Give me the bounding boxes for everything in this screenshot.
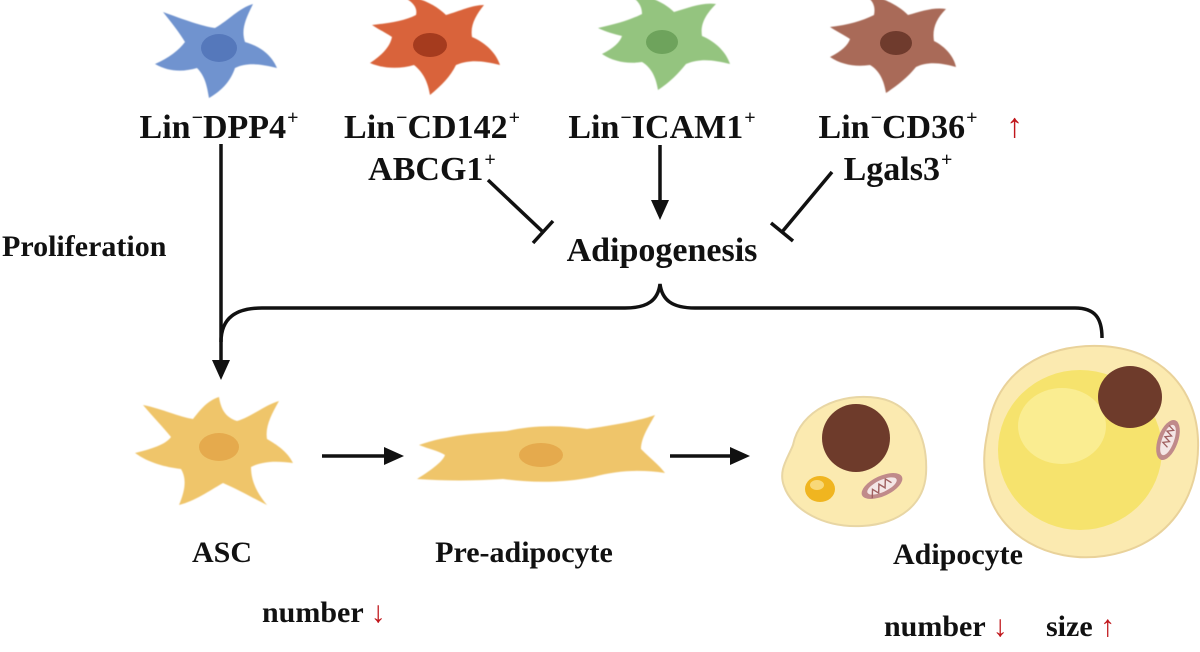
preadipocyte-to-adipocyte-arrow <box>670 447 750 465</box>
asc-number-change: number ↓ <box>262 598 386 628</box>
cell-cd36-icon <box>830 0 956 93</box>
cell-dpp4-icon <box>155 4 277 98</box>
adipocyte-number-down-arrow-icon: ↓ <box>992 610 1008 643</box>
abcg1-inhibition-arrow <box>486 178 555 245</box>
asc-number-text: number <box>262 596 364 629</box>
cd36-label: Lin−CD36+ <box>818 107 978 146</box>
asc-number-down-arrow-icon: ↓ <box>370 596 386 629</box>
preadipocyte-cell-icon <box>417 415 665 482</box>
cd36-inhibition-arrow <box>769 170 834 243</box>
large-adipocyte-icon <box>983 344 1200 559</box>
asc-label: ASC <box>191 536 253 569</box>
cell-cd142-icon <box>370 0 500 95</box>
adipocyte-number-text: number <box>884 610 986 643</box>
cd142-label: Lin−CD142+ <box>344 107 520 146</box>
abcg1-label: ABCG1+ <box>368 149 496 188</box>
adipocyte-size-up-arrow-icon: ↑ <box>1100 610 1116 643</box>
adipocyte-label: Adipocyte <box>893 538 1023 571</box>
cd36-up-arrow-icon: ↑ <box>1006 108 1023 145</box>
dpp4-label: Lin−DPP4+ <box>139 107 299 146</box>
adipocyte-number-change: number ↓ <box>884 612 1008 642</box>
proliferation-label: Proliferation <box>2 230 167 263</box>
adipogenesis-label: Adipogenesis <box>566 232 758 269</box>
adipogenesis-brace <box>219 283 1104 343</box>
adipocyte-size-text: size <box>1046 610 1093 643</box>
small-adipocyte-icon <box>781 395 928 528</box>
preadipocyte-label: Pre-adipocyte <box>435 536 613 569</box>
proliferation-arrow <box>212 144 230 380</box>
asc-to-preadipocyte-arrow <box>322 447 404 465</box>
cell-icam1-icon <box>598 0 730 90</box>
icam1-label: Lin−ICAM1+ <box>568 107 756 146</box>
asc-cell-icon <box>135 397 293 505</box>
lgals3-label: Lgals3+ <box>843 149 953 188</box>
adipocyte-size-change: size ↑ <box>1046 612 1115 642</box>
icam1-activation-arrow <box>651 145 669 220</box>
